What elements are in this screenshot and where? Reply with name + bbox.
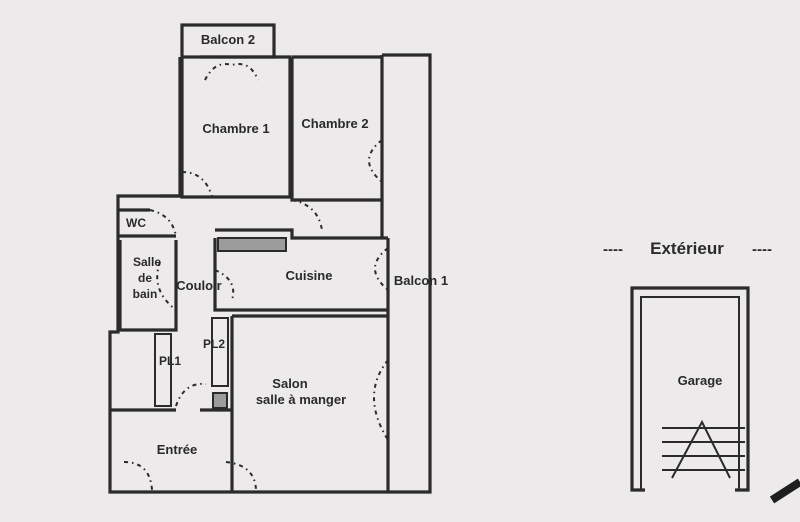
door-swings [123,63,389,491]
building-walls [108,23,432,494]
wc-door-swing [149,209,177,237]
sdb-label-line3: bain [133,287,158,301]
exterieur-title: Extérieur [650,239,724,258]
cuisine-bottom-wall [213,238,388,312]
garage-outline [630,286,750,492]
exterieur-dashes-left: ---- [603,241,623,258]
cuisine-balcony-door-swing [374,247,389,291]
pen-tip-mark [769,478,800,504]
sdb-label-line2: de [138,271,152,285]
pl2-label: PL2 [203,337,225,351]
balcon2-label: Balcon 2 [201,32,255,47]
kitchen-counter [217,237,287,252]
exterieur-section: ---- Extérieur ---- Garage [603,239,800,504]
couloir-label: Couloir [176,278,222,293]
garage-door-swing [671,419,731,479]
chambre2-balcony-door-swing [368,139,383,183]
sdb-walls [118,240,178,332]
salon-door-swing [225,461,257,491]
cuisine-top-wall [215,228,388,240]
garage-inner-outline [640,296,740,490]
entree-label: Entrée [157,442,197,457]
exterieur-dashes-right: ---- [752,241,772,258]
duct-box [212,392,228,409]
cuisine-door-swing [214,269,235,301]
sdb-label-line1: Salle [133,255,161,269]
wc-label: WC [126,216,146,230]
cuisine-label: Cuisine [286,268,333,283]
pl1-outline [154,333,172,407]
salon-label-line1: Salon [272,376,307,391]
chambre2-label: Chambre 2 [301,116,368,131]
sdb-door-swing [156,261,177,311]
pl1-label: PL1 [159,354,181,368]
room-labels: Balcon 2 Chambre 1 Chambre 2 WC Salle de… [126,32,448,457]
outer-wall-left [108,53,432,494]
entree-door-swing [123,461,153,491]
balcon1-label: Balcon 1 [394,273,448,288]
chambre1-door-swing [181,171,213,198]
salon-balcony-door-swing [373,359,389,441]
garage-label: Garage [678,373,723,388]
pl1-door-swing [175,382,207,407]
chambre1-label: Chambre 1 [202,121,269,136]
chambre2-door-swing [291,199,323,231]
salon-label-line2: salle à manger [256,392,346,407]
chambre1-walls [180,55,292,199]
balcon2-door-swing [204,63,259,81]
pl2-outline [211,317,229,387]
